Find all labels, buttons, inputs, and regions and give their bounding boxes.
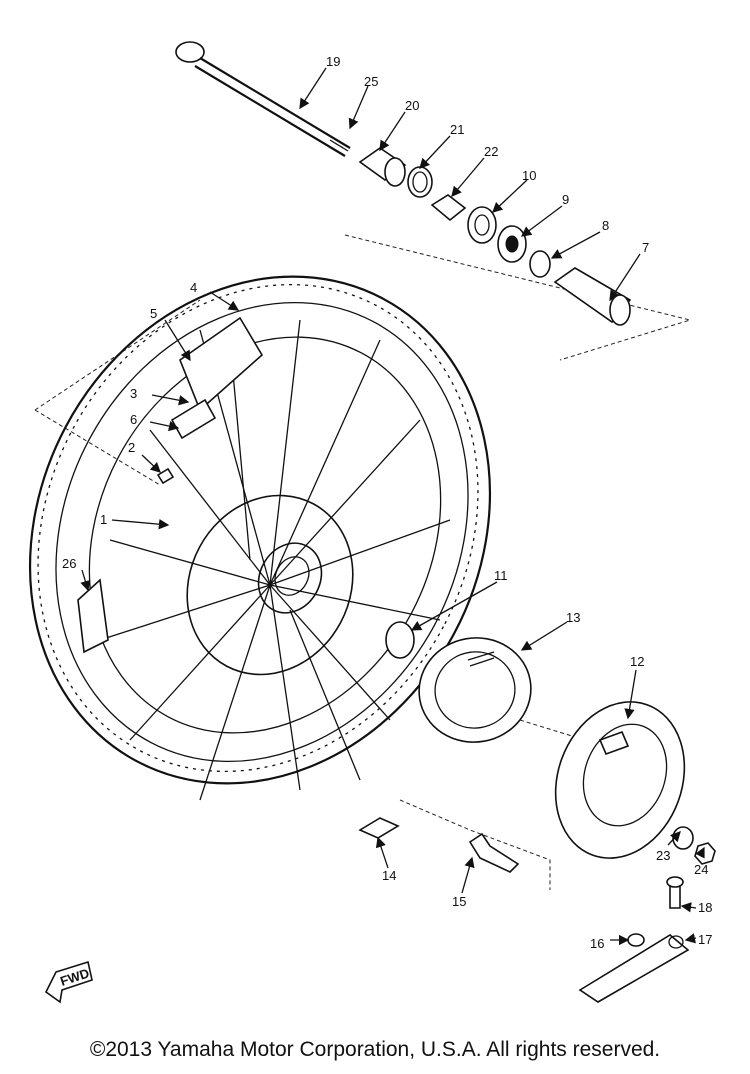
callout-3: 3 <box>130 386 137 401</box>
callout-21: 21 <box>450 122 464 137</box>
brake-plate <box>554 701 716 865</box>
callout-26: 26 <box>62 556 76 571</box>
brake-shoes <box>385 621 532 743</box>
callout-23: 23 <box>656 848 670 863</box>
wheel-assembly <box>28 275 492 801</box>
callout-22: 22 <box>484 144 498 159</box>
callout-12: 12 <box>630 654 644 669</box>
rim-band <box>170 398 217 440</box>
callout-14: 14 <box>382 868 396 883</box>
front-axle <box>175 41 351 157</box>
callout-15: 15 <box>452 894 466 909</box>
parts-diagram: FWD 1 2 3 4 5 6 7 <box>28 41 716 1004</box>
callout-1: 1 <box>100 512 107 527</box>
callout-5: 5 <box>150 306 157 321</box>
callout-18: 18 <box>698 900 712 915</box>
callout-13: 13 <box>566 610 580 625</box>
small-parts <box>358 817 520 873</box>
callout-10: 10 <box>522 168 536 183</box>
callout-11: 11 <box>494 568 508 583</box>
callout-4: 4 <box>190 280 197 295</box>
callout-labels: 1 2 3 4 5 6 7 8 9 10 11 12 13 14 15 16 1… <box>62 54 712 951</box>
callout-20: 20 <box>405 98 419 113</box>
callout-7: 7 <box>642 240 649 255</box>
axle-components <box>358 147 632 326</box>
callout-24: 24 <box>694 862 708 877</box>
callout-17: 17 <box>698 932 712 947</box>
callout-25: 25 <box>364 74 378 89</box>
callout-9: 9 <box>562 192 569 207</box>
callout-2: 2 <box>128 440 135 455</box>
callout-8: 8 <box>602 218 609 233</box>
leader-lines <box>80 67 705 946</box>
callout-16: 16 <box>590 936 604 951</box>
callout-19: 19 <box>326 54 340 69</box>
copyright-notice: ©2013 Yamaha Motor Corporation, U.S.A. A… <box>89 1038 661 1061</box>
callout-6: 6 <box>130 412 137 427</box>
tire-tube <box>179 316 264 412</box>
fwd-arrow: FWD <box>44 960 93 1004</box>
